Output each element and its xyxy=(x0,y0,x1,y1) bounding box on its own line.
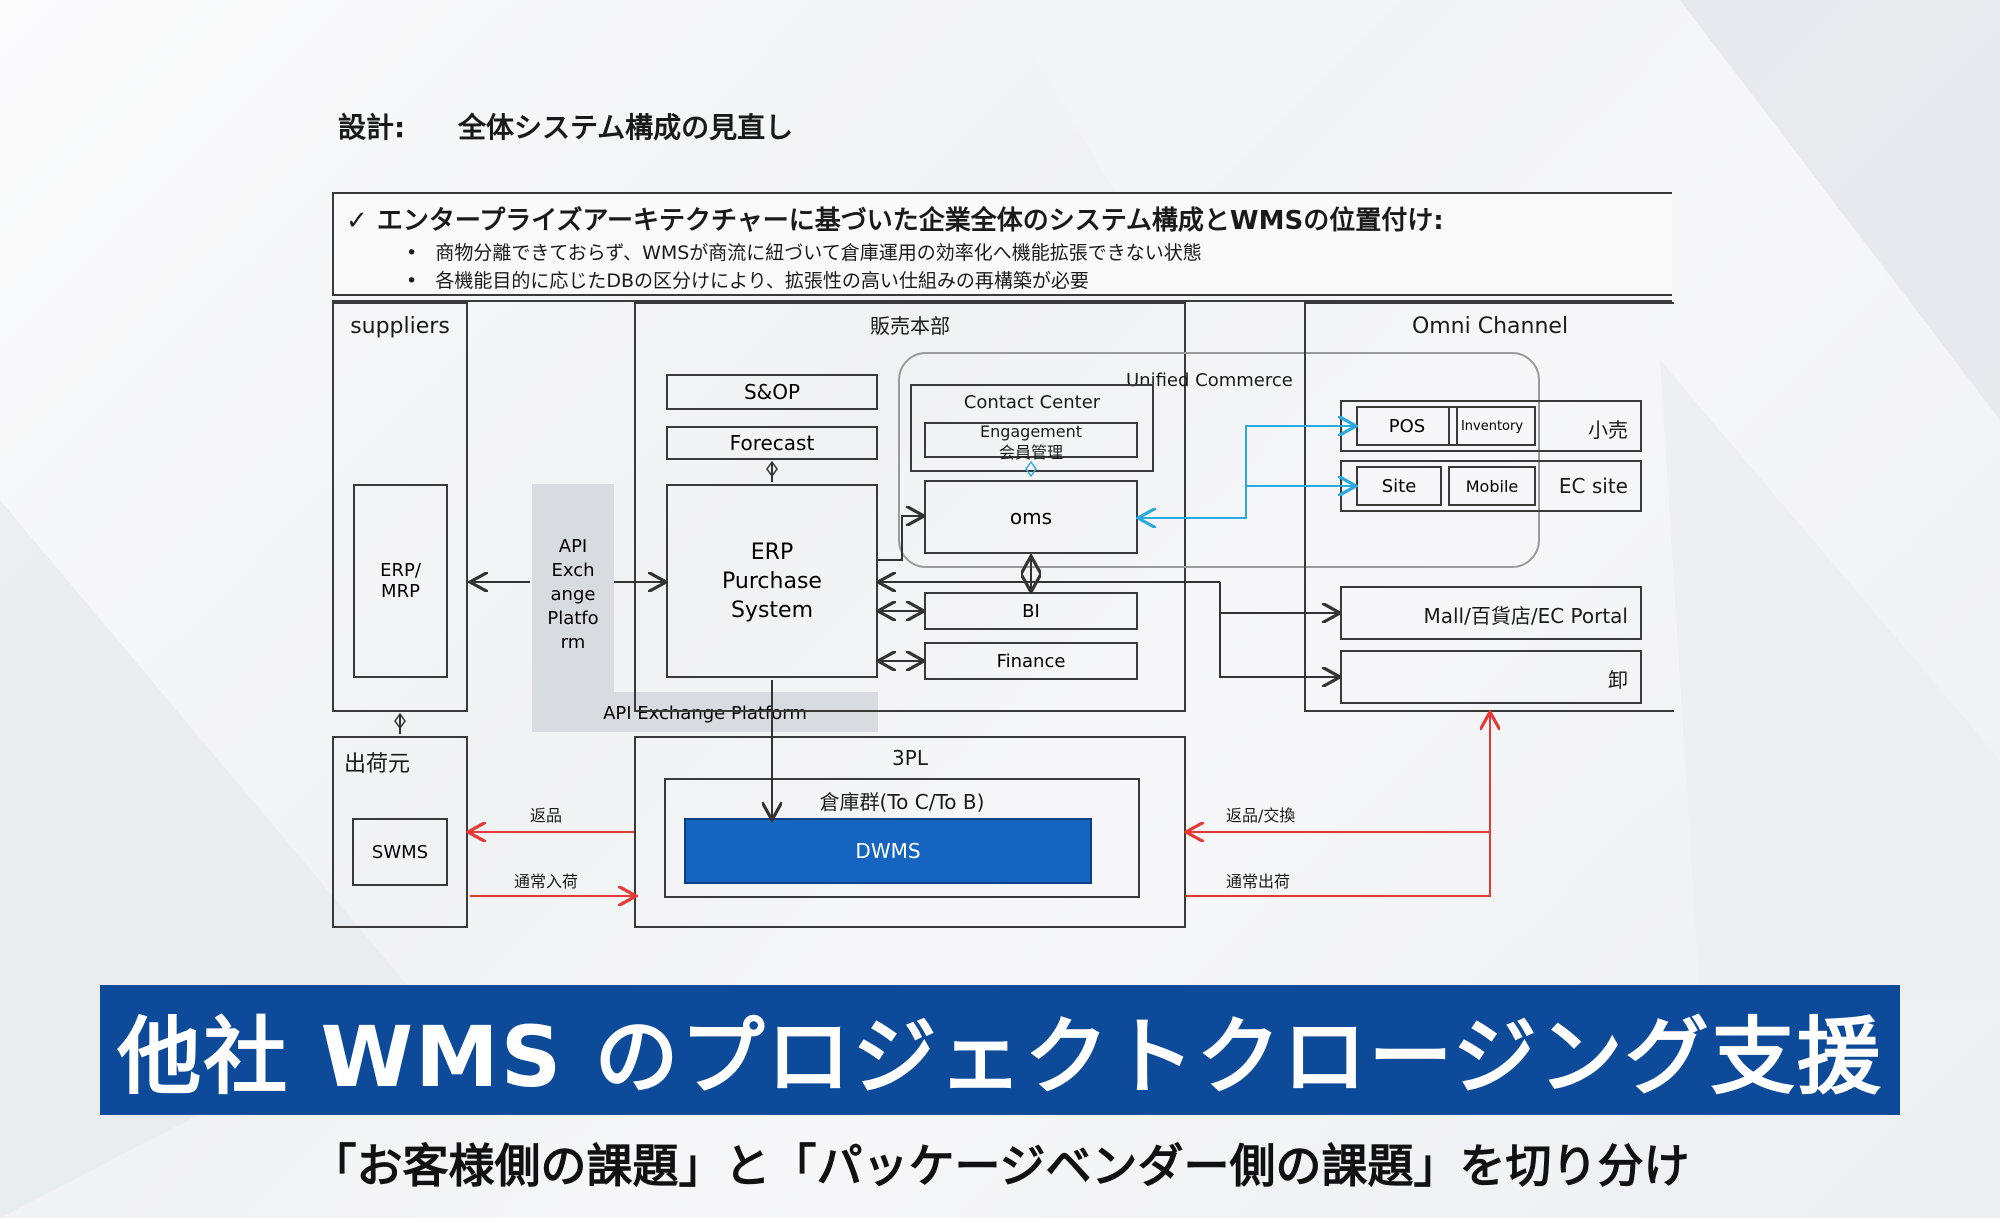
return-left-label: 返品 xyxy=(530,806,563,825)
return-right-label: 返品/交換 xyxy=(1226,806,1296,825)
intro-box: ✓ エンタープライズアーキテクチャーに基づいた企業全体のシステム構成とWMSの位… xyxy=(332,192,1672,296)
tpl-title: 3PL xyxy=(892,746,928,770)
contact-center-label: Contact Center xyxy=(963,392,1101,413)
outbound-right-label: 通常出荷 xyxy=(1226,872,1291,891)
member-mgmt-label: 会員管理 xyxy=(998,443,1063,462)
mall-label: Mall/百貨店/EC Portal xyxy=(1423,604,1628,628)
engagement-box: Engagement 会員管理 xyxy=(924,422,1138,462)
suppliers-title: suppliers xyxy=(350,314,450,339)
design-label: 設計: xyxy=(338,111,406,144)
page-title: 全体システム構成の見直し xyxy=(458,111,794,144)
arrow-erp-to-oms xyxy=(878,516,922,561)
banner-subtitle: 「お客様側の課題」と「パッケージベンダー側の課題」を切り分け xyxy=(310,1139,1690,1193)
sales-hq-title: 販売本部 xyxy=(870,314,950,338)
ec-site-label: EC site xyxy=(1558,474,1628,498)
swms-box: SWMS xyxy=(352,818,448,886)
engagement-label: Engagement xyxy=(979,422,1083,441)
intro-bullet-1: • 商物分離できておらず、WMSが商流に紐づいて倉庫運用の効率化へ機能拡張できな… xyxy=(406,242,1202,264)
banner-title: 他社 WMS のプロジェクトクロージング支援 xyxy=(100,985,1900,1115)
api-platform-vertical-bg xyxy=(532,484,614,732)
arrow-pos-to-oms xyxy=(1140,425,1354,518)
forecast-box: Forecast xyxy=(666,426,878,460)
mobile-box: Mobile xyxy=(1448,466,1536,506)
shipper-title: 出荷元 xyxy=(344,752,411,777)
erp-mrp-box: ERP/ MRP xyxy=(353,484,448,678)
api-platform-horizontal-bg xyxy=(532,692,878,732)
arrow-outbound-right xyxy=(1186,714,1490,897)
wholesale-label: 卸 xyxy=(1608,668,1628,692)
intro-heading: ✓ エンタープライズアーキテクチャーに基づいた企業全体のシステム構成とWMSの位… xyxy=(346,206,1444,236)
suppliers-box: suppliers xyxy=(332,302,468,712)
inbound-left-label: 通常入荷 xyxy=(514,872,579,891)
dwms-box: DWMS xyxy=(684,818,1092,884)
intro-divider xyxy=(332,300,1672,302)
mall-row: Mall/百貨店/EC Portal xyxy=(1340,586,1642,640)
inventory-box: Inventory xyxy=(1448,406,1536,446)
warehouse-label: 倉庫群(To C/To B) xyxy=(819,790,985,814)
retail-label: 小売 xyxy=(1588,418,1628,442)
sales-hq-box: 販売本部 xyxy=(634,302,1186,712)
check-icon: ✓ xyxy=(346,206,368,236)
intro-bullet-2: • 各機能目的に応じたDBの区分けにより、拡張性の高い仕組みの再構築が必要 xyxy=(406,270,1089,292)
contact-center-box: Contact Center xyxy=(910,384,1154,472)
api-horizontal-label: API Exchange Platform xyxy=(603,702,807,724)
warehouse-box: 倉庫群(To C/To B) xyxy=(664,778,1140,898)
sop-box: S&OP xyxy=(666,374,878,410)
api-vertical-label: API Exch ange Platfo rm xyxy=(547,536,599,653)
omni-channel-title: Omni Channel xyxy=(1411,314,1569,339)
unified-commerce-label: Unified Commerce xyxy=(1126,370,1293,391)
